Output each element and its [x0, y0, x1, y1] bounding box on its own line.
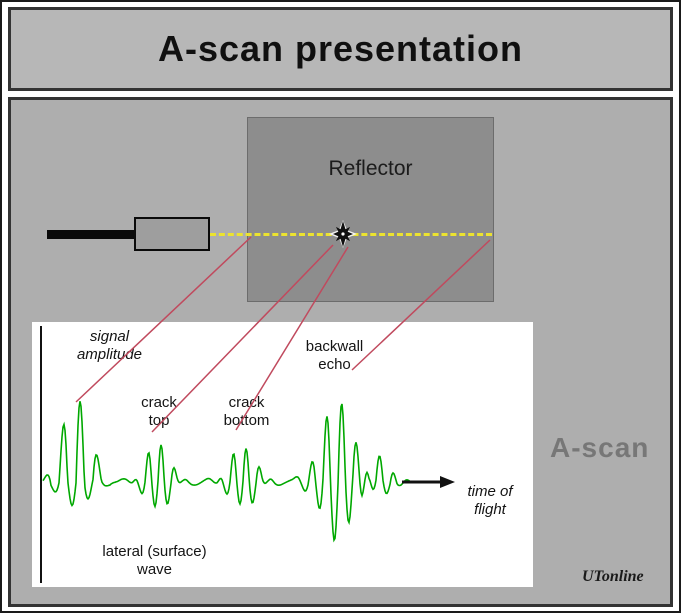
crack-top-label: crack top: [141, 394, 177, 430]
a-scan-caption: A-scan: [550, 432, 650, 463]
title-bar: A-scan presentation: [8, 7, 673, 91]
time-of-flight-label: time of flight: [467, 483, 513, 519]
reflector-defect-icon: [329, 220, 357, 248]
backwall-echo-label: backwall echo: [305, 338, 364, 374]
lateral-surface-wave-label: lateral (surface) wave: [102, 543, 207, 579]
crack-bottom-label: crack bottom: [223, 394, 270, 430]
signal-amplitude-label: signal amplitude: [76, 328, 143, 364]
a-scan-trace: [42, 401, 411, 543]
waveform-plot: [40, 326, 455, 583]
a-scan-waveform-panel: signal amplitude crack top crack bottom …: [32, 322, 533, 587]
probe-cable: [47, 230, 135, 239]
test-specimen: [247, 117, 494, 302]
reflector-label: Reflector: [328, 157, 413, 180]
utonline-credit: UTonline: [582, 568, 644, 585]
transducer-probe: [134, 217, 210, 251]
time-axis-arrow: [402, 476, 455, 488]
page-title: A-scan presentation: [157, 28, 524, 69]
